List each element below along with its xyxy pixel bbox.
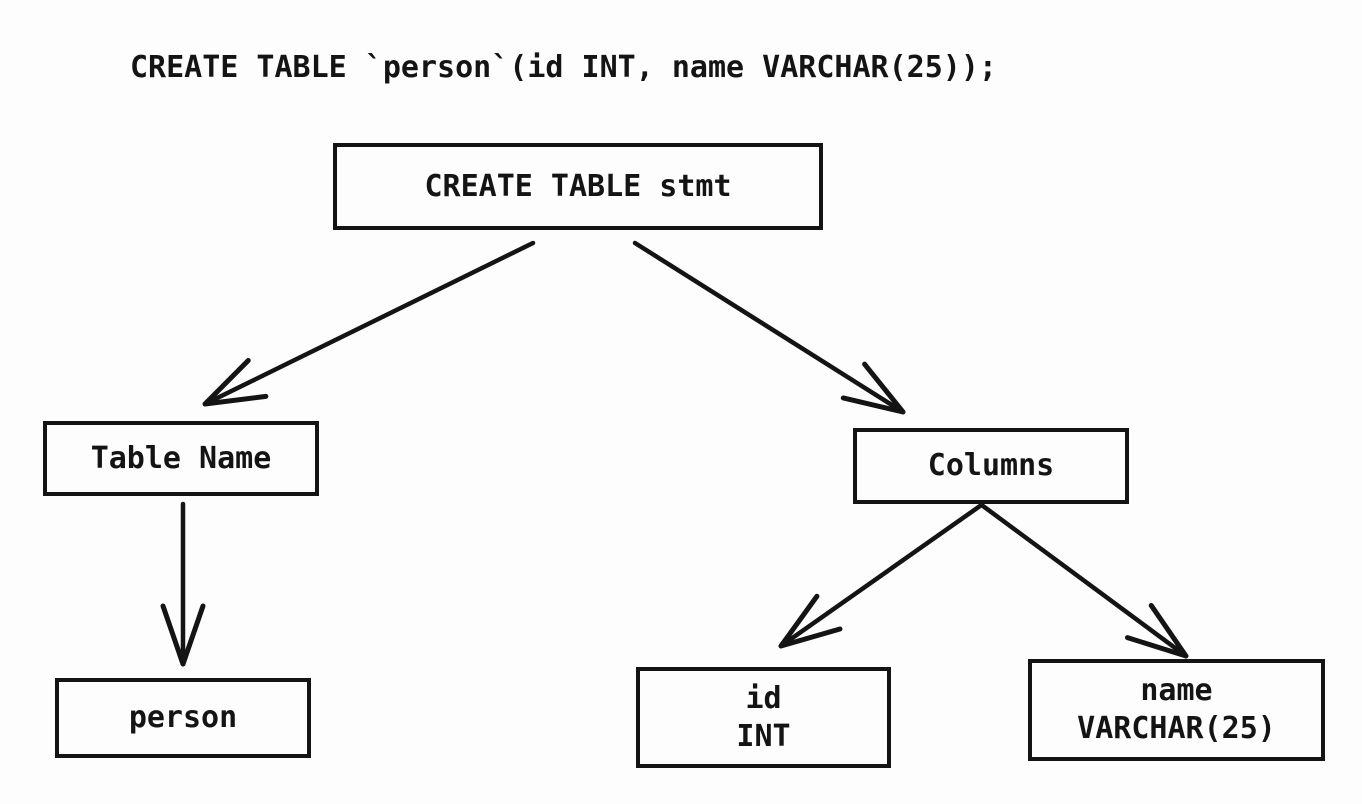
node-create-table-stmt: CREATE TABLE stmt [333, 143, 823, 230]
node-name-varchar: name VARCHAR(25) [1028, 659, 1325, 761]
sql-statement-text: CREATE TABLE `person`(id INT, name VARCH… [130, 50, 997, 85]
node-id-int-type: INT [736, 718, 791, 754]
node-table-name-label: Table Name [90, 440, 272, 476]
node-columns: Columns [853, 428, 1129, 504]
node-name-varchar-name: name [1140, 673, 1213, 708]
node-person-label: person [128, 700, 238, 735]
edge-columns-to-name [980, 503, 1189, 659]
node-table-name: Table Name [43, 421, 319, 496]
node-name-varchar-type: VARCHAR(25) [1077, 711, 1276, 746]
node-person: person [55, 678, 311, 758]
node-columns-label: Columns [927, 448, 1055, 483]
edge-root-to-columns [632, 240, 906, 415]
node-id-int: id INT [636, 667, 891, 768]
node-create-table-stmt-label: CREATE TABLE stmt [424, 168, 732, 204]
edge-columns-to-id [778, 503, 983, 649]
node-id-int-name: id [745, 680, 782, 716]
edge-root-to-table-name [202, 240, 536, 407]
